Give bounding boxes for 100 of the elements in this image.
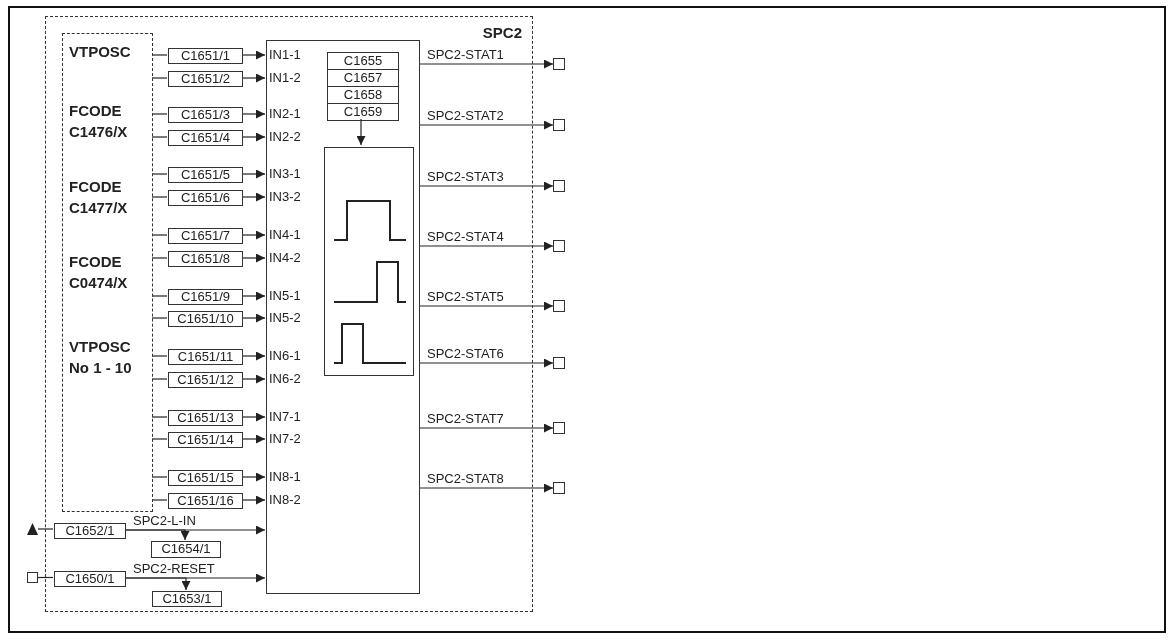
signal-label: SPC2-STAT6 xyxy=(427,346,504,361)
input-pin-label: IN8-1 xyxy=(269,469,301,484)
parameter-box: C1651/14 xyxy=(168,432,243,448)
signal-label: SPC2-STAT4 xyxy=(427,229,504,244)
arrow xyxy=(241,412,266,422)
signal-label: SPC2-STAT7 xyxy=(427,411,504,426)
arrow xyxy=(241,132,266,142)
connector-line xyxy=(151,234,168,236)
connector-line xyxy=(151,416,168,418)
signal-label: SPC2-STAT2 xyxy=(427,108,504,123)
output-terminal-icon xyxy=(553,357,565,369)
connector-line xyxy=(151,499,168,501)
arrow xyxy=(418,120,554,130)
connector-line xyxy=(151,355,168,357)
parameter-box: C1651/10 xyxy=(168,311,243,327)
parameter-box: C1651/15 xyxy=(168,470,243,486)
input-pin-label: IN7-1 xyxy=(269,409,301,424)
arrow xyxy=(241,291,266,301)
parameter-code: C1659 xyxy=(327,103,399,121)
output-terminal-icon xyxy=(553,300,565,312)
output-terminal-icon xyxy=(553,240,565,252)
parameter-code: C1655 xyxy=(327,52,399,70)
parameter-box: C1651/11 xyxy=(168,349,243,365)
input-pin-label: IN2-2 xyxy=(269,129,301,144)
arrow xyxy=(124,529,190,541)
signal-label: SPC2-STAT3 xyxy=(427,169,504,184)
output-terminal-icon xyxy=(553,180,565,192)
connector-line xyxy=(151,136,168,138)
connector-line xyxy=(37,528,54,530)
arrow xyxy=(241,313,266,323)
parameter-code: C1658 xyxy=(327,86,399,104)
source-group-frame xyxy=(62,33,153,512)
connector-line xyxy=(151,196,168,198)
connector-line xyxy=(37,576,54,579)
input-pin-label: IN6-1 xyxy=(269,348,301,363)
connector-line xyxy=(151,77,168,79)
parameter-box: C1651/6 xyxy=(168,190,243,206)
arrow xyxy=(418,59,554,69)
connector-line xyxy=(151,257,168,259)
connector-line xyxy=(151,54,168,56)
arrow xyxy=(418,301,554,311)
source-label: VTPOSC No 1 - 10 xyxy=(69,337,133,378)
arrow xyxy=(241,472,266,482)
input-pin-label: IN4-1 xyxy=(269,227,301,242)
arrow xyxy=(241,169,266,179)
input-pin-label: IN5-1 xyxy=(269,288,301,303)
source-label: FCODE C0474/X xyxy=(69,252,129,293)
signal-label: SPC2-L-IN xyxy=(133,513,196,528)
input-pin-label: IN4-2 xyxy=(269,250,301,265)
output-terminal-icon xyxy=(553,482,565,494)
source-label: FCODE C1476/X xyxy=(69,101,129,142)
connector-line xyxy=(151,378,168,380)
arrow xyxy=(418,241,554,251)
arrow xyxy=(241,374,266,384)
signal-label: SPC2-STAT1 xyxy=(427,47,504,62)
parameter-box: C1650/1 xyxy=(54,571,126,587)
input-pin-label: IN1-2 xyxy=(269,70,301,85)
arrow xyxy=(241,50,266,60)
source-label: VTPOSC xyxy=(69,42,132,62)
parameter-box: C1651/1 xyxy=(168,48,243,64)
arrow xyxy=(241,434,266,444)
connector-line xyxy=(151,317,168,319)
signal-label: SPC2-STAT8 xyxy=(427,471,504,486)
parameter-box: C1651/2 xyxy=(168,71,243,87)
connector-line xyxy=(151,173,168,175)
input-pin-label: IN7-2 xyxy=(269,431,301,446)
arrow xyxy=(356,118,366,146)
arrow xyxy=(241,351,266,361)
output-terminal-icon xyxy=(553,119,565,131)
connector-line xyxy=(151,438,168,440)
arrow xyxy=(241,230,266,240)
square-terminal-icon xyxy=(27,572,38,583)
parameter-box: C1651/12 xyxy=(168,372,243,388)
parameter-box: C1651/9 xyxy=(168,289,243,305)
input-pin-label: IN8-2 xyxy=(269,492,301,507)
parameter-box: C1653/1 xyxy=(152,591,222,607)
arrow xyxy=(418,181,554,191)
input-pin-label: IN5-2 xyxy=(269,310,301,325)
signal-label: SPC2-RESET xyxy=(133,561,215,576)
parameter-box: C1651/3 xyxy=(168,107,243,123)
parameter-code: C1657 xyxy=(327,69,399,87)
function-block xyxy=(266,40,420,594)
arrow xyxy=(418,423,554,433)
input-pin-label: IN6-2 xyxy=(269,371,301,386)
connector-line xyxy=(151,476,168,478)
source-label: FCODE C1477/X xyxy=(69,177,129,218)
arrow xyxy=(418,358,554,368)
input-pin-label: IN3-2 xyxy=(269,189,301,204)
arrow xyxy=(241,109,266,119)
arrow xyxy=(241,495,266,505)
input-pin-label: IN2-1 xyxy=(269,106,301,121)
parameter-box: C1651/16 xyxy=(168,493,243,509)
connector-line xyxy=(151,295,168,297)
arrow xyxy=(418,483,554,493)
parameter-box: C1651/8 xyxy=(168,251,243,267)
parameter-box: C1654/1 xyxy=(151,541,221,558)
output-terminal-icon xyxy=(553,422,565,434)
input-pin-label: IN1-1 xyxy=(269,47,301,62)
waveform-panel xyxy=(324,147,414,376)
parameter-box: C1651/4 xyxy=(168,130,243,146)
